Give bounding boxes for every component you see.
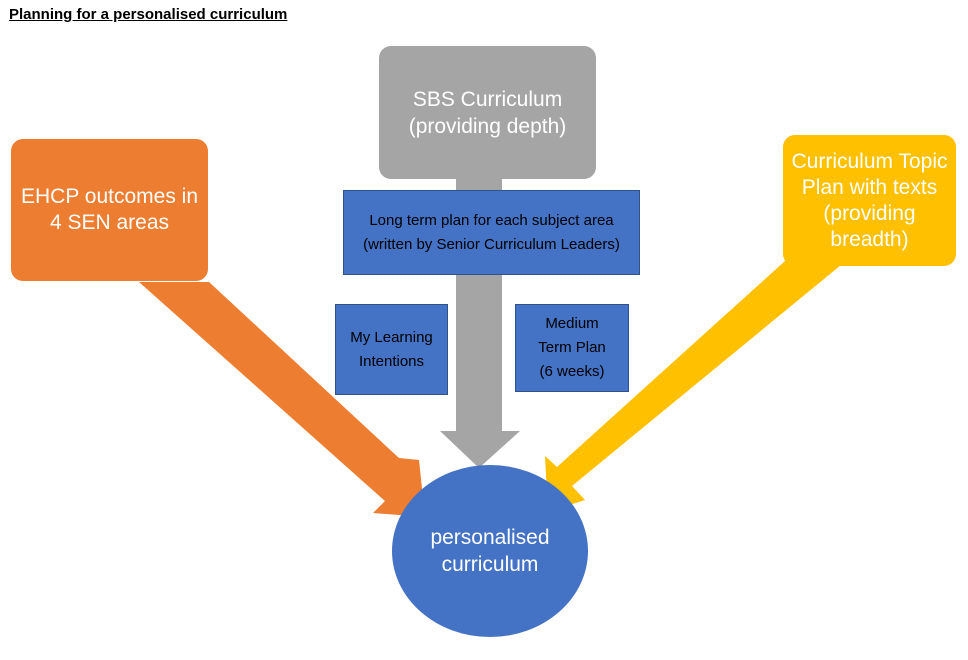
orange-arrow [139,282,425,517]
topic-text: Curriculum Topic Plan with texts (provid… [791,149,948,251]
yellow-arrow [545,261,841,512]
ehcp-outcomes-box: EHCP outcomes in 4 SEN areas [11,139,208,281]
centre-line2: curriculum [441,553,539,576]
medium-term-plan-box: Medium Term Plan (6 weeks) [515,304,629,392]
medium-term-line3: (6 weeks) [539,363,605,380]
medium-term-line1: Medium [545,315,599,332]
ehcp-text: EHCP outcomes in 4 SEN areas [20,185,199,234]
sbs-curriculum-box: SBS Curriculum (providing depth) [379,46,596,179]
learning-intentions-text: My Learning Intentions [350,328,433,370]
centre-line1: personalised [430,526,550,549]
sbs-line1: SBS Curriculum [412,87,563,111]
long-term-plan-box: Long term plan for each subject area (wr… [343,190,640,275]
personalised-curriculum-circle: personalised curriculum [392,465,588,637]
sbs-line2: (providing depth) [408,114,567,138]
long-term-text: Long term plan for each subject area (wr… [363,211,620,253]
learning-intentions-box: My Learning Intentions [335,304,448,395]
curriculum-topic-plan-box: Curriculum Topic Plan with texts (provid… [783,135,956,266]
page-title: Planning for a personalised curriculum [9,6,288,23]
medium-term-line2: Term Plan [538,339,606,356]
